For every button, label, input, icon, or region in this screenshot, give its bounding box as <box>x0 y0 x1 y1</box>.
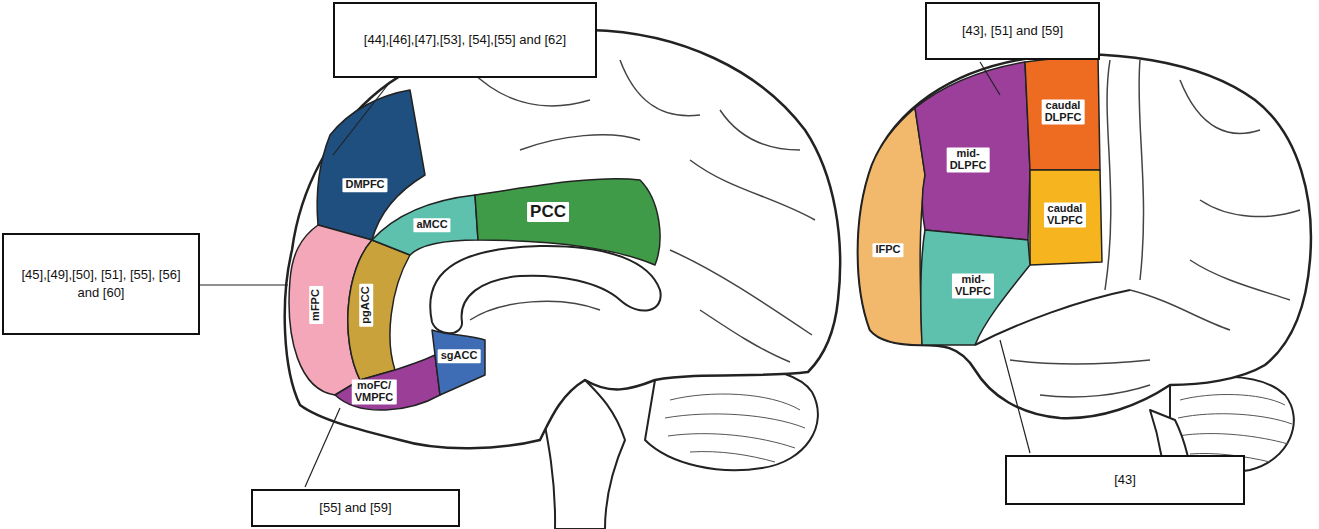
citation-text: [44],[46],[47],[53], [54],[55] and [62] <box>364 31 566 49</box>
region-label: caudal VLPFC <box>1044 202 1086 227</box>
pgacc-region <box>348 240 410 380</box>
citation-text: [43] <box>1114 471 1136 489</box>
cerebellum-folia <box>1178 395 1292 462</box>
leader-line <box>980 62 1000 95</box>
corpus-callosum <box>430 246 660 333</box>
cerebellum-folia <box>665 394 805 462</box>
caudal-dlpfc-region <box>1025 56 1100 170</box>
fornix <box>470 301 600 320</box>
mid-dlpfc-region <box>915 62 1030 240</box>
region-label: DMPFC <box>342 178 387 192</box>
citation-text: [43], [51] and [59] <box>962 22 1063 40</box>
cerebrum-outline <box>858 55 1311 419</box>
medial-brain <box>200 30 840 529</box>
leader-line <box>200 284 288 285</box>
leader-line <box>333 82 390 155</box>
region-label: PCC <box>527 202 569 222</box>
region-label: caudal DLPFC <box>1042 99 1085 124</box>
citation-box: [55] and [59] <box>251 489 460 527</box>
amcc-region <box>372 195 478 255</box>
leader-line <box>1000 340 1030 453</box>
region-label: mFPC <box>309 286 323 324</box>
cerebellum <box>645 366 818 470</box>
lateral-brain <box>858 55 1311 500</box>
region-label: aMCC <box>413 218 450 232</box>
citation-text: [45],[49],[50], [51], [55], [56] and [60… <box>14 266 188 301</box>
citation-box: [45],[49],[50], [51], [55], [56] and [60… <box>2 233 200 335</box>
citation-box: [43], [51] and [59] <box>925 2 1100 60</box>
region-label: pgACC <box>359 283 373 326</box>
citation-box: [44],[46],[47],[53], [54],[55] and [62] <box>333 2 597 78</box>
vmpfc-region <box>335 355 440 410</box>
sulci <box>470 60 815 362</box>
region-label: moFC/ VMPFC <box>352 379 397 404</box>
region-label: mid- VLPFC <box>952 273 994 298</box>
region-label: mid- DLPFC <box>947 147 990 172</box>
region-label: lFPC <box>872 243 903 257</box>
sgacc-region <box>432 330 485 395</box>
sulci <box>1010 60 1300 397</box>
caudal-vlpfc-region <box>1030 170 1102 265</box>
leader-line <box>305 408 340 487</box>
citation-text: [55] and [59] <box>319 499 391 517</box>
cerebrum-outline <box>285 30 840 448</box>
sylvian-fissure <box>975 290 1130 345</box>
citation-box: [43] <box>1005 455 1245 505</box>
region-label: sgACC <box>438 349 481 363</box>
lfpc-region <box>858 108 925 345</box>
